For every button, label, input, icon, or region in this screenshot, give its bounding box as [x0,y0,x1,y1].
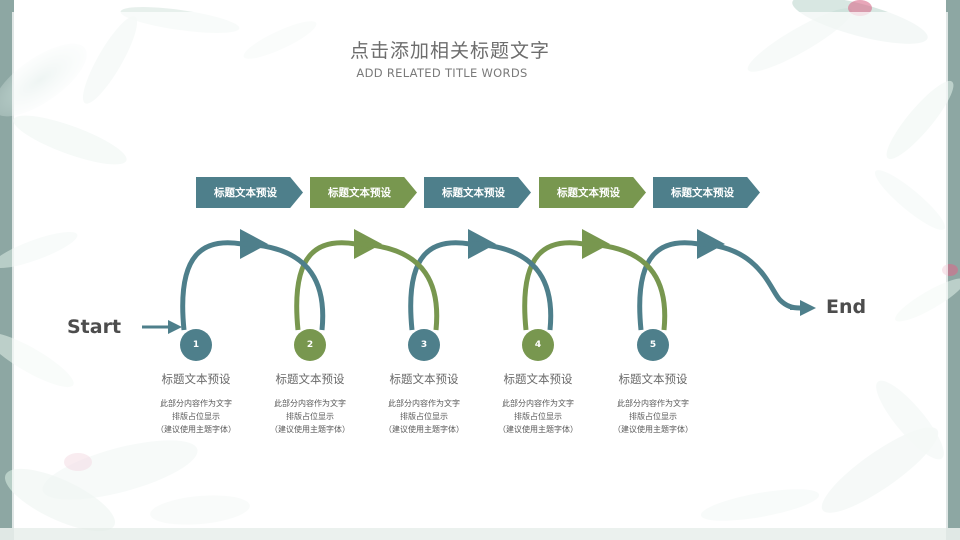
banner-label: 标题文本预设 [214,187,277,199]
desc-line: （建议使用主题字体） [613,425,693,434]
end-connector [698,241,801,311]
step-title: 标题文本预设 [275,372,345,386]
desc-line: （建议使用主题字体） [498,425,578,434]
loop-arrow-stroke [522,240,585,331]
step-description: 此部分内容作为文字 排版占位显示 （建议使用主题字体） [473,397,603,436]
end-arrowhead [800,300,816,316]
step-number-badge: 5 [637,329,669,361]
loop-descender [355,241,440,331]
step-number-badge: 3 [408,329,440,361]
step-banner-2: 标题文本预设 [310,177,417,208]
step-description: 此部分内容作为文字 排版占位显示 （建议使用主题字体） [131,397,261,436]
desc-line: （建议使用主题字体） [270,425,350,434]
desc-line: 此部分内容作为文字 [617,399,689,408]
step-banner-1: 标题文本预设 [196,177,303,208]
desc-line: 排版占位显示 [286,412,334,421]
step-description: 此部分内容作为文字 排版占位显示 （建议使用主题字体） [245,397,375,436]
step-number-badge: 2 [294,329,326,361]
start-label: Start [67,316,122,338]
step-title: 标题文本预设 [503,372,573,386]
step-banner-5: 标题文本预设 [653,177,760,208]
step-description: 此部分内容作为文字 排版占位显示 （建议使用主题字体） [588,397,718,436]
loop-descender [241,241,326,331]
desc-line: 此部分内容作为文字 [502,399,574,408]
step-banner-4: 标题文本预设 [539,177,646,208]
loop-descender [583,241,668,331]
desc-line: 排版占位显示 [172,412,220,421]
page-title: 点击添加相关标题文字 [349,40,550,62]
desc-line: 排版占位显示 [400,412,448,421]
banner-label: 标题文本预设 [442,187,505,199]
desc-line: 此部分内容作为文字 [160,399,232,408]
desc-line: 此部分内容作为文字 [388,399,460,408]
banner-label: 标题文本预设 [328,187,391,199]
step-number-badge: 1 [180,329,212,361]
step-title: 标题文本预设 [389,372,459,386]
desc-line: （建议使用主题字体） [384,425,464,434]
step-title: 标题文本预设 [618,372,688,386]
loop-arrow-stroke [637,240,700,331]
step-description: 此部分内容作为文字 排版占位显示 （建议使用主题字体） [359,397,489,436]
step-banner-3: 标题文本预设 [424,177,531,208]
banner-label: 标题文本预设 [557,187,620,199]
page-subtitle: ADD RELATED TITLE WORDS [356,66,528,80]
loop-arrow-stroke [408,240,471,331]
desc-line: 此部分内容作为文字 [274,399,346,408]
step-number-badge: 4 [522,329,554,361]
step-title: 标题文本预设 [161,372,231,386]
content-card [12,12,948,528]
desc-line: 排版占位显示 [514,412,562,421]
banner-label: 标题文本预设 [671,187,734,199]
desc-line: （建议使用主题字体） [156,425,236,434]
loop-arrow-stroke [294,240,357,331]
end-label: End [826,296,867,318]
loop-arrow-stroke [180,240,243,331]
start-arrowhead [168,320,182,334]
desc-line: 排版占位显示 [629,412,677,421]
loop-descender [469,241,554,331]
